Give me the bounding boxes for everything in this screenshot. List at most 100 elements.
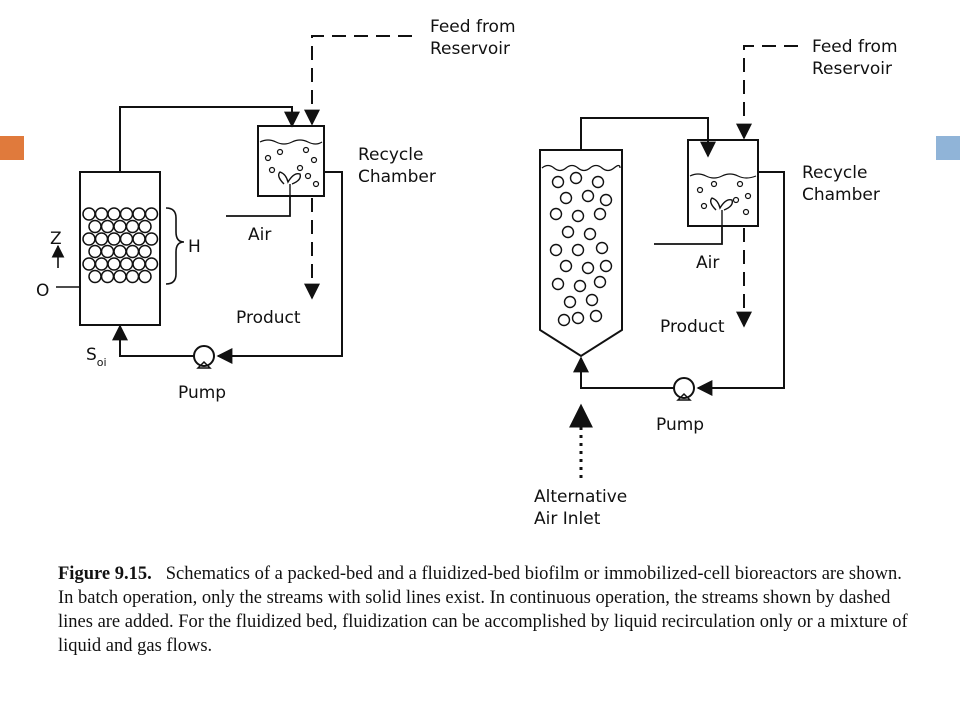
chamber-bubble [310,156,318,164]
fluidized-particle [549,243,563,257]
pump-label-left: Pump [178,383,226,403]
packed-bead [100,219,115,234]
packed-bead [125,244,140,259]
packed-bead [94,232,109,246]
fluidized-particle [585,293,599,307]
origin-label: O [36,281,49,301]
fluidized-particle [561,225,575,239]
fluidized-particle [593,275,607,289]
chamber-bubble [268,166,276,174]
recycle-chamber-left [257,125,325,197]
packed-bead [119,257,134,271]
caption-text: Schematics of a packed-bed and a fluidiz… [58,564,908,656]
figure-number: Figure 9.15. [58,564,152,584]
packed-bead [113,269,127,284]
recycle-chamber-right [687,139,759,227]
impeller-left [277,171,302,185]
column-to-recycle-right [580,117,716,158]
column-to-recycle-line [119,106,300,172]
left-accent-square [0,136,24,160]
air-label-left: Air [248,225,271,245]
height-label: H [188,237,201,257]
packed-bead [125,219,140,234]
recycle-return-right [696,171,785,396]
fluidized-particle [593,207,607,221]
chamber-bubble [264,154,272,162]
recycle-surface-right [689,173,757,179]
packed-bed-column [79,171,161,326]
height-brace [165,207,185,285]
fluidized-particle [571,311,585,325]
fluidized-particle [595,241,609,255]
packed-bead [82,232,96,246]
fluidized-particle [581,261,595,275]
fluidized-particle [569,171,583,185]
pump-to-column-line [112,324,194,357]
packed-bead [138,269,152,284]
packed-bead [125,269,140,284]
fluidized-particle [551,277,565,291]
chamber-bubble [312,180,320,188]
fluidized-particle [599,193,613,207]
fluidized-particle [571,243,585,257]
packed-bead [82,257,96,271]
air-label-right: Air [696,253,719,273]
packed-bead [132,257,146,271]
fluidized-particles [549,171,613,327]
packed-beads [82,207,159,284]
packed-bead [107,257,121,271]
packed-bead [113,219,127,234]
packed-bead [144,207,159,221]
packed-bead [119,207,134,221]
packed-bead [138,219,152,234]
packed-bead [107,232,121,246]
fluidized-particle [591,175,605,189]
packed-bed-diagram [51,35,412,369]
packed-bead [100,244,115,259]
pump-label-right: Pump [656,415,704,435]
fluidized-particle [557,313,571,327]
chamber-bubble [744,192,752,200]
packed-bead [100,269,115,284]
packed-bead [94,257,109,271]
fluidized-particle [583,227,597,241]
fluidized-particle [581,189,595,203]
right-accent-square [936,136,960,160]
packed-bead [132,232,146,246]
chamber-bubble [276,148,284,156]
product-label-right: Product [660,317,725,337]
fluidized-bed-diagram [539,45,798,478]
fluidized-particle [573,279,587,293]
chamber-bubble [696,186,704,194]
product-label-left: Product [236,308,301,328]
packed-bead [88,219,102,234]
packed-bead [113,244,127,259]
packed-bead [107,207,121,221]
impeller-right [709,197,734,211]
fluidized-particle [571,209,585,223]
packed-bead [119,232,134,246]
chamber-bubble [296,164,304,172]
chamber-bubble [700,202,708,210]
chamber-bubble [742,208,750,216]
fluidized-bed-column [539,149,623,358]
packed-bead [82,207,96,221]
fluid-surface [541,164,621,172]
fluidized-particle [549,207,563,221]
packed-bead [88,269,102,284]
chamber-bubble [302,146,310,154]
packed-bead [144,232,159,246]
chamber-bubble [710,180,718,188]
air-line-left [226,196,291,217]
feed-line-right [736,45,798,140]
packed-bead [132,207,146,221]
z-label: Z [50,229,62,249]
fluidized-particle [551,175,565,189]
chamber-bubble [732,196,740,204]
